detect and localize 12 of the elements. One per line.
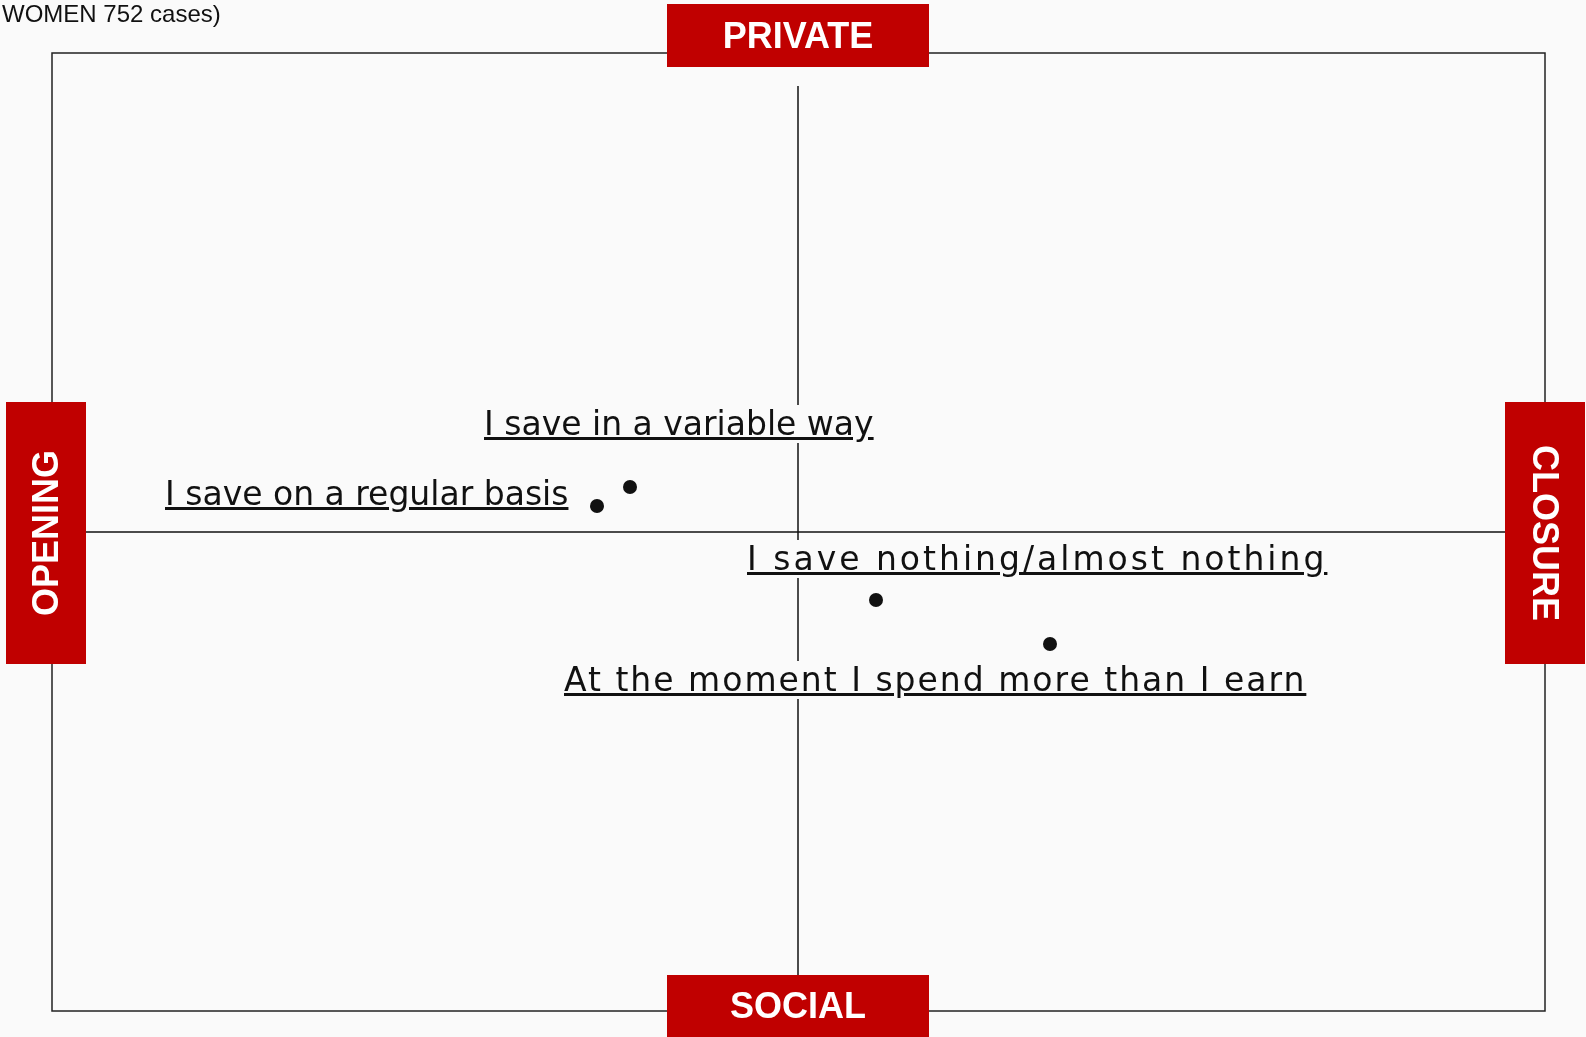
axis-pole-box	[667, 4, 929, 67]
point-label: I save in a variable way	[484, 405, 874, 443]
point-label: At the moment I spend more than I earn	[564, 661, 1307, 699]
pole-label: PRIVATE	[722, 17, 874, 54]
axis-pole-box	[1505, 402, 1585, 664]
caption-text: WOMEN 752 cases)	[2, 0, 221, 29]
axis-pole-box	[6, 402, 86, 664]
pole-label: OPENING	[28, 450, 64, 616]
pole-label: SOCIAL	[730, 988, 866, 1024]
axis-pole-box	[667, 975, 929, 1037]
point-label: I save nothing/almost nothing	[747, 540, 1328, 578]
pole-label: CLOSURE	[1527, 445, 1563, 621]
